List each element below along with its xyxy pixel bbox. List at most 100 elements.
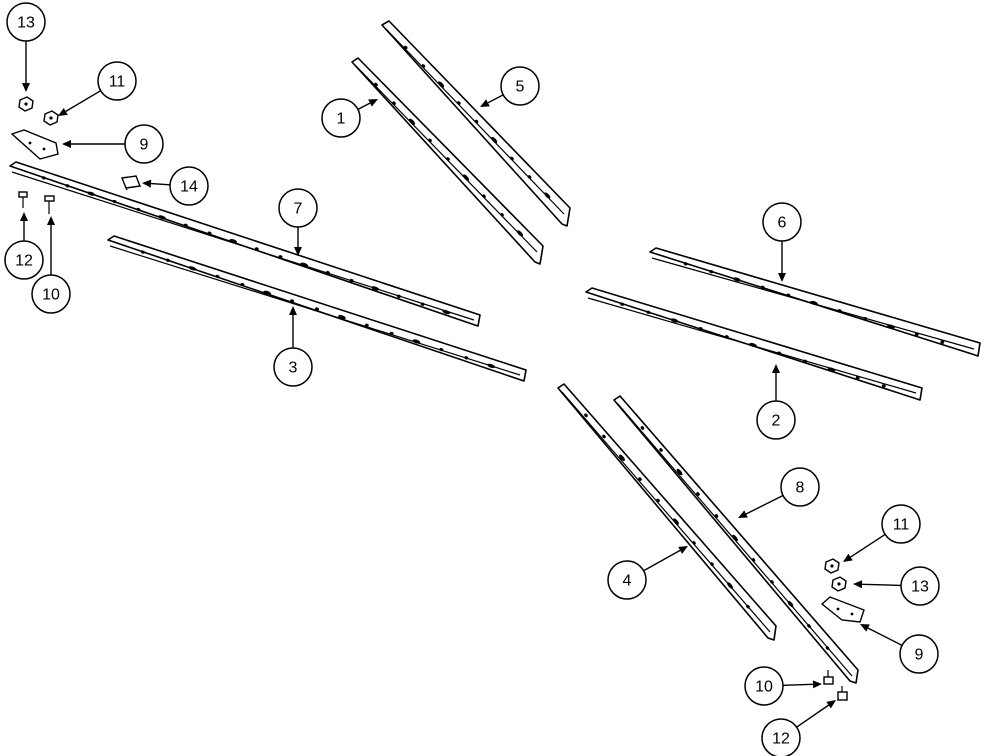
bar-hole [439,347,444,352]
bar-hole [510,156,514,161]
arrowhead [678,546,688,554]
bar-hole [544,192,551,199]
balloon-circle [756,400,796,440]
balloon-circle [762,202,802,242]
callout-b9a: 9 [62,124,164,164]
callout-b11b: 11 [843,504,921,562]
bar-hole [670,318,679,323]
balloon-label: 9 [915,647,924,664]
bar-hole [656,498,660,503]
bar-hole [207,231,212,235]
bar-hole [482,194,486,199]
bar-hole [698,327,703,331]
balloon-label: 2 [772,413,781,430]
bar-hole [389,331,394,336]
balloon-circle [97,61,137,101]
callout-b1: 1 [321,98,378,138]
bar-hole [215,274,220,279]
bar-hole [428,138,432,143]
leader-line [861,583,902,587]
bar-hole [714,514,719,518]
balloon-label: 11 [109,74,126,91]
leader-line [745,494,784,515]
bar-hole [165,258,170,262]
bar-hole [659,448,663,452]
bar-hole [446,157,450,161]
bar-hole [760,285,765,289]
leader-line [867,627,903,647]
bar-hole [810,300,818,306]
callout-b12a: 12 [4,212,44,280]
bar-hole [462,174,470,181]
bolt-part-12-lower [837,686,848,701]
bar-hole [278,255,283,259]
balloon-circle [273,347,313,387]
callout-b13a: 13 [6,2,46,92]
callout-b10a: 10 [31,216,71,314]
bar-hole [527,175,532,179]
bar-hole [325,270,330,275]
balloon-circle [321,98,361,138]
balloon-label: 12 [772,731,790,748]
arrowhead [772,364,780,373]
callout-b5: 5 [480,66,540,107]
bar-hole [338,314,346,320]
nut-part-13-lower [831,576,847,592]
bar-hole [396,294,401,298]
bar-hole [263,290,272,295]
bar-hole [940,340,945,344]
bar-hole [474,119,479,124]
arrowhead [62,140,71,148]
leader-line [796,704,829,728]
balloon-label: 1 [337,111,346,128]
bar-hole [374,82,378,87]
balloon-label: 13 [17,15,35,32]
callout-b4: 4 [607,546,688,600]
nut-part-13-upper [18,96,34,112]
bar-hole [710,562,714,567]
bar-hole [732,534,738,542]
bar-holes [41,45,945,650]
bar-hole [863,317,868,321]
bar-hole [136,207,141,212]
bar-hole [724,335,729,339]
leader-line [850,533,886,558]
bar-hole [315,307,319,311]
bar-hole [751,558,756,562]
bar-hole [777,351,782,355]
bar-hole [855,376,860,380]
bar-hole [421,64,426,68]
bar-hole [456,101,461,105]
bar-hole [183,223,188,227]
balloon-circle [761,718,801,756]
callout-b9b: 9 [860,624,939,674]
balloon-label: 10 [755,679,773,696]
balloon-circle [881,504,921,544]
bar-hole [825,646,830,650]
bar-hole [692,541,696,545]
leader-line [150,182,171,186]
bar-hole [709,270,714,274]
bar-hole [749,342,757,348]
arrowhead [142,179,152,188]
arrowhead [22,83,30,92]
balloon-circle [500,66,540,106]
bar-hole [602,434,606,439]
plate-part-9-lower [820,596,865,623]
bar-hole [408,118,416,125]
bar-hole [254,247,259,251]
bar-hole [881,384,886,388]
bar-hole [41,176,46,180]
bar-hole [87,191,95,196]
bar-hole [438,81,445,88]
balloon-label: 10 [42,287,60,304]
balloon-circle [169,166,209,206]
arrowhead [289,306,297,315]
balloon-circle [31,274,71,314]
bolt-part-12-upper [18,191,28,208]
callout-b2: 2 [756,364,796,440]
bar-hole [240,282,245,287]
bar-hole [140,250,145,254]
arrowhead [47,216,55,225]
